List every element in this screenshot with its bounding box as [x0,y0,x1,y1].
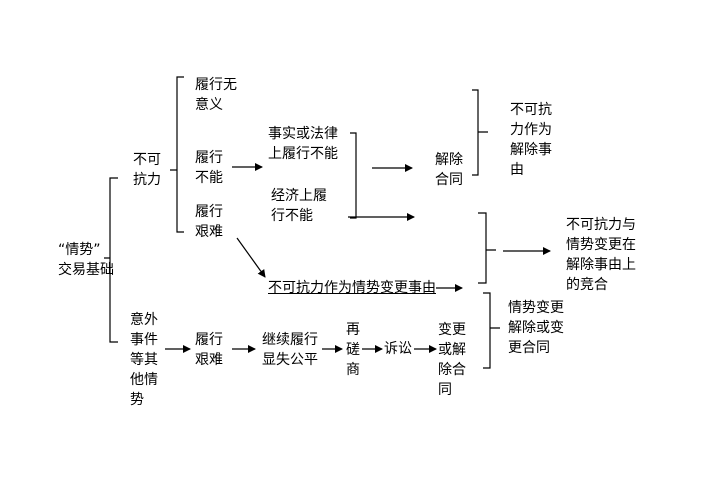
root-brace [104,177,118,343]
impossibility-brace [350,132,357,219]
root-node: “情势” 交易基础 [58,242,114,278]
competition-node: 不可抗力与 情势变更在 解除事由上 的竞合 [566,217,636,293]
litigation-node: 诉讼 [384,341,412,357]
renegotiate-node: 再 磋 商 [346,322,360,378]
force-majeure-brace [170,76,184,233]
impossible-node: 履行 不能 [195,150,223,186]
force-majeure-rescission-node: 不可抗 力作为 解除事 由 [510,102,552,178]
change-brace [483,292,500,369]
arrow-diagonal [236,237,266,278]
difficult-top-node: 履行 艰难 [195,204,223,240]
force-majeure-node: 不可 抗力 [133,152,161,188]
change-result-node: 情势变更 解除或变 更合同 [508,300,564,356]
competition-brace [478,212,496,284]
rescind-brace [472,89,488,176]
unforeseen-node: 意外 事件 等其 他情 势 [130,312,158,408]
fact-law-impossible-node: 事实或法律 上履行不能 [268,126,338,162]
rescind-node: 解除 合同 [435,152,463,188]
economic-impossible-node: 经济上履 行不能 [271,188,327,224]
unfair-node: 继续履行 显失公平 [262,332,318,368]
change-or-rescind-node: 变更 或解 除合 同 [438,322,466,398]
no-meaning-node: 履行无 意义 [195,77,237,113]
fm-as-change-node: 不可抗力作为情势变更事由 [268,280,436,296]
difficult-bottom-node: 履行 艰难 [195,332,223,368]
